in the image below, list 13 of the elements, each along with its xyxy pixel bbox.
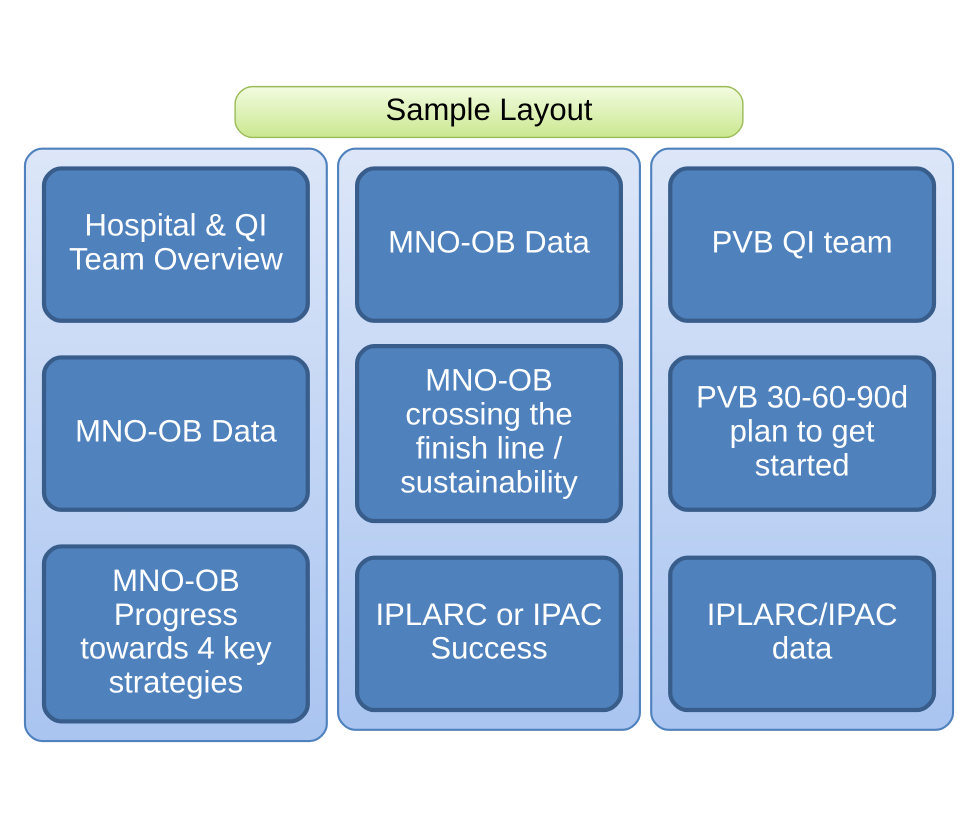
cluster [650,147,954,730]
cluster [337,147,641,730]
node-box: IPLARC/IPAC data [668,555,936,712]
node-box: MNO-OB Data [42,354,310,512]
cluster [24,147,328,742]
node-box: MNO-OB Progress towards 4 key strategies [42,544,310,723]
node-box: Sample Layout [234,85,744,138]
node-box: MNO-OB crossing the finish line / sustainability [355,344,623,523]
node-box: IPLARC or IPAC Success [355,555,623,712]
node-box: Hospital & QI Team Overview [42,166,310,322]
node-box: PVB QI team [668,166,936,322]
node-box: PVB 30-60-90d plan to get started [668,354,936,512]
node-box: MNO-OB Data [355,166,623,322]
